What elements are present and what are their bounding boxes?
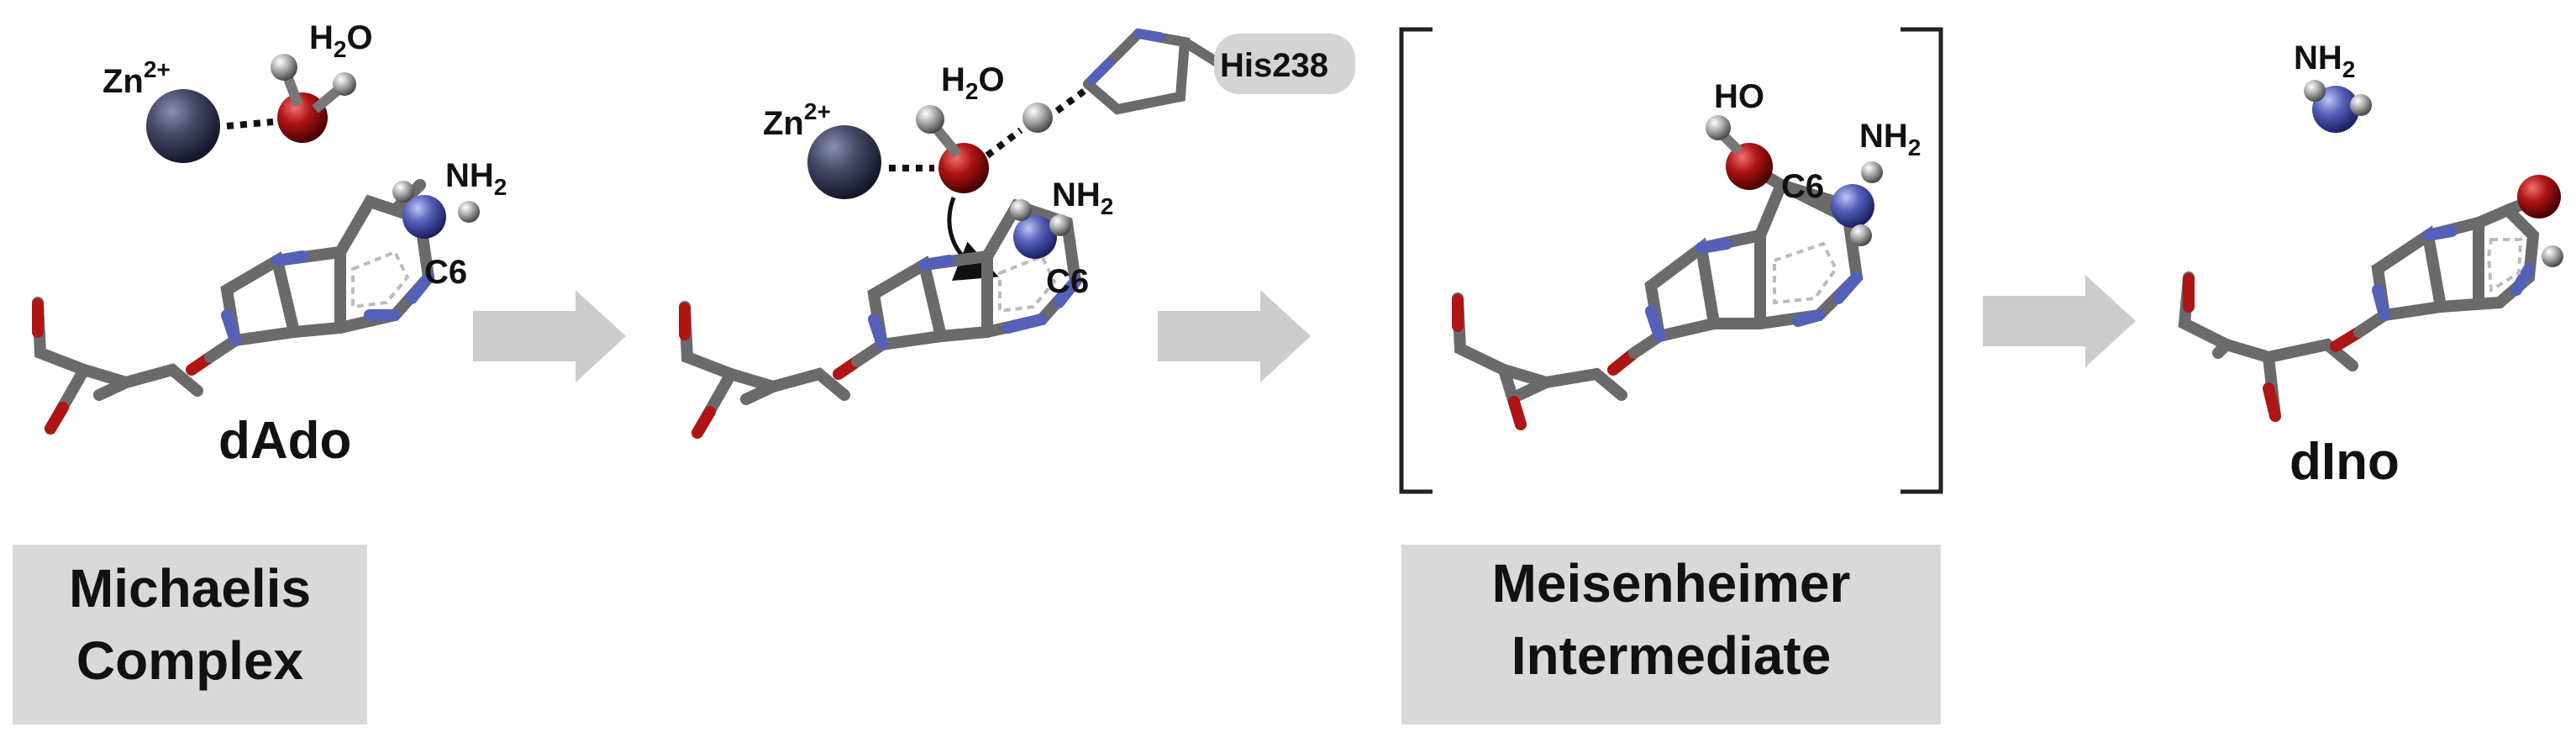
hydrogen-atom-icon: [458, 201, 480, 223]
zinc-label: Zn2+: [103, 56, 171, 100]
nitrogen-atom-icon: [2312, 86, 2359, 133]
zinc-atom-icon: [146, 89, 220, 163]
oxygen-atom-icon: [938, 143, 989, 193]
water-label: H2O: [309, 19, 373, 62]
michaelis-line-1: Michaelis: [69, 558, 311, 619]
oxygen-atom-icon: [1726, 143, 1773, 190]
hydrogen-atom-icon: [392, 181, 414, 203]
meisenheimer-line-2: Intermediate: [1511, 625, 1832, 686]
molecule-name-dado: dAdo: [218, 412, 351, 470]
amine-label: NH2: [1052, 176, 1113, 219]
nitrogen-atom-icon: [402, 195, 446, 239]
panel-dado: Zn2+ H2O NH2 C6 dAdo: [32, 19, 507, 470]
hbond-to-his: [1054, 85, 1091, 114]
c6-label: C6: [424, 254, 467, 291]
coordination-bond: [226, 119, 274, 129]
nitrogen-atom-icon: [1013, 215, 1057, 259]
zinc-atom-icon: [807, 125, 881, 199]
molecule-name-dino: dIno: [2289, 433, 2400, 491]
nitrogen-atom-icon: [1831, 184, 1874, 228]
hydrogen-atom-icon: [1010, 199, 1032, 221]
c6-label: C6: [1046, 263, 1089, 300]
amine-label: NH2: [445, 157, 507, 200]
hydrogen-atom-icon: [2304, 80, 2326, 102]
amine-label: NH2: [1859, 118, 1921, 161]
hydrogen-atom-icon: [1023, 103, 1053, 133]
reaction-arrow-icon: [1983, 275, 2136, 367]
water-label: H2O: [941, 61, 1005, 104]
hydrogen-atom-icon: [333, 72, 356, 96]
michaelis-complex-box: Michaelis Complex: [13, 545, 367, 724]
right-bracket: [1900, 27, 1943, 494]
hydroxyl-label: HO: [1714, 78, 1764, 115]
hydrogen-atom-icon: [271, 54, 297, 81]
meisenheimer-intermediate-box: Meisenheimer Intermediate: [1401, 545, 1941, 724]
adenine-base: [204, 194, 435, 363]
deoxyribose-sugar: [1452, 292, 1627, 430]
panel-meisenheimer: HO NH2 C6: [1399, 27, 1943, 494]
hydrogen-atom-icon: [1861, 161, 1883, 183]
michaelis-line-2: Complex: [76, 630, 304, 691]
reaction-arrow-icon: [473, 290, 626, 382]
hydrogen-atom-icon: [1706, 115, 1731, 140]
meisenheimer-line-1: Meisenheimer: [1492, 553, 1851, 614]
oxygen-atom-icon: [2517, 175, 2561, 219]
zinc-label: Zn2+: [763, 98, 831, 142]
c6-label: C6: [1781, 168, 1824, 205]
his238-tag: [1214, 34, 1355, 94]
reaction-arrow-icon: [1158, 290, 1311, 382]
hydrogen-atom-icon: [2542, 245, 2563, 267]
hydrogen-atom-icon: [2350, 94, 2372, 116]
ammonia-label: NH2: [2294, 40, 2355, 82]
hbond-to-his: [985, 127, 1023, 159]
his238-label: His238: [1220, 47, 1328, 84]
purine-ring: [1628, 176, 1864, 359]
panel-dino: NH2 dIno: [2178, 40, 2563, 491]
hydrogen-atom-icon: [1049, 214, 1071, 236]
histidine-ring: [1083, 28, 1223, 115]
left-bracket: [1399, 27, 1433, 494]
panel-attack: Zn2+ H2O His238: [679, 28, 1355, 439]
hydrogen-atom-icon: [916, 105, 944, 134]
curved-attack-arrow-icon: [947, 197, 999, 282]
hydrogen-atom-icon: [1850, 224, 1872, 246]
